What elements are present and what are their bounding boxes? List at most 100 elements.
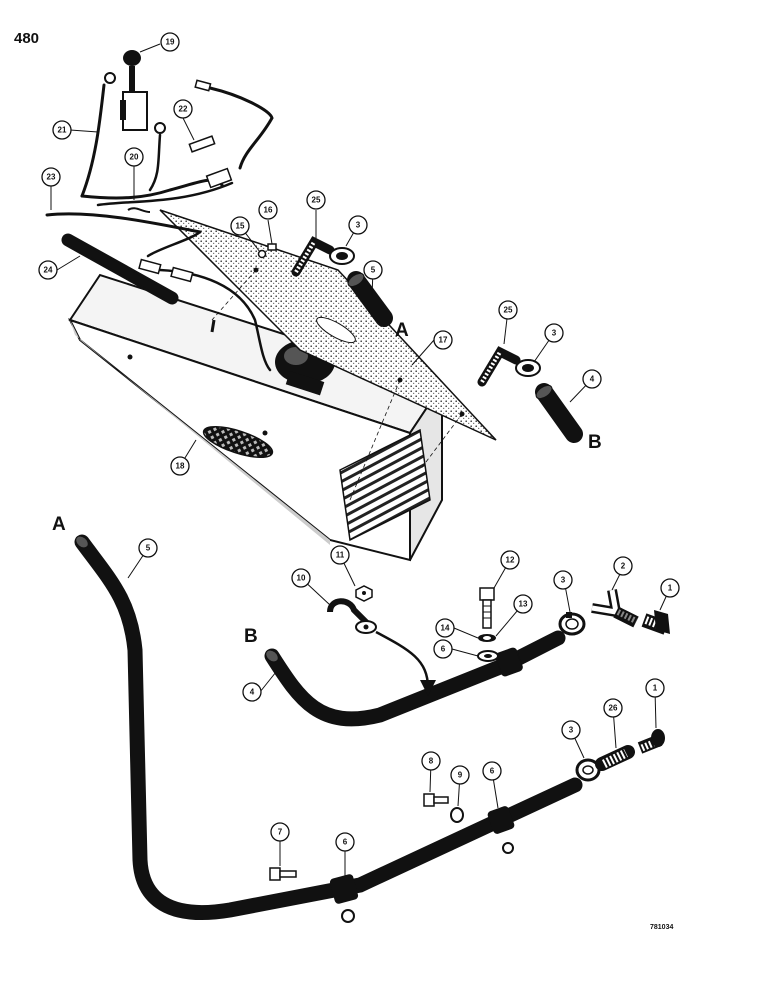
- svg-text:15: 15: [236, 222, 245, 231]
- letter-b-upper: B: [588, 432, 602, 453]
- callout-5-lower: 5: [138, 538, 158, 558]
- callout-11: 11: [330, 545, 350, 565]
- callout-25-lower: 25: [498, 300, 518, 320]
- svg-text:6: 6: [490, 767, 495, 776]
- fitting-1-upper: [641, 610, 670, 635]
- nipple-26: [595, 745, 635, 771]
- elbow-fitting-2: [591, 589, 639, 628]
- callout-3-right: 3: [553, 570, 573, 590]
- clamp-6-lower: [329, 874, 359, 904]
- callout-6-lower: 6: [335, 832, 355, 852]
- callout-3-lower: 3: [561, 720, 581, 740]
- svg-text:25: 25: [504, 306, 513, 315]
- callout-17: 17: [433, 330, 453, 350]
- callout-7: 7: [270, 822, 290, 842]
- callout-22: 22: [173, 99, 193, 119]
- svg-text:8: 8: [429, 757, 434, 766]
- svg-text:10: 10: [297, 574, 306, 583]
- svg-text:2: 2: [621, 562, 626, 571]
- callout-19: 19: [160, 32, 180, 52]
- svg-text:6: 6: [343, 838, 348, 847]
- nut-11: [355, 585, 373, 602]
- letter-a-lower: A: [52, 514, 66, 535]
- svg-text:7: 7: [278, 828, 283, 837]
- callout-20: 20: [124, 147, 144, 167]
- nut-15: [257, 249, 267, 259]
- hose-4-long: [264, 630, 566, 727]
- page-number: 480: [14, 30, 40, 47]
- svg-text:21: 21: [58, 126, 67, 135]
- svg-text:19: 19: [166, 38, 175, 47]
- callout-6-washer: 6: [433, 639, 453, 659]
- callout-13: 13: [513, 594, 533, 614]
- fitting-25-lower: [477, 346, 541, 387]
- callout-23: 23: [41, 167, 61, 187]
- svg-text:1: 1: [653, 684, 658, 693]
- hose-4-upper: [535, 383, 583, 443]
- callout-1-upper: 1: [660, 578, 680, 598]
- install-arrow: [375, 630, 430, 689]
- svg-text:14: 14: [441, 624, 450, 633]
- svg-text:22: 22: [179, 105, 188, 114]
- callout-4-upper: 4: [582, 369, 602, 389]
- svg-text:17: 17: [439, 336, 448, 345]
- washer-9: [450, 807, 464, 823]
- capscrew-7: [269, 867, 297, 881]
- svg-text:9: 9: [458, 771, 463, 780]
- svg-text:18: 18: [176, 462, 185, 471]
- svg-text:13: 13: [519, 600, 528, 609]
- bolt-12: [479, 587, 495, 629]
- svg-text:23: 23: [47, 173, 56, 182]
- drawing-code: 781034: [650, 924, 674, 931]
- callout-9: 9: [450, 765, 470, 785]
- clamp-6-b: [495, 647, 523, 677]
- bracket-10: [327, 598, 377, 634]
- svg-text:1: 1: [668, 584, 673, 593]
- callout-24: 24: [38, 260, 58, 280]
- svg-text:6: 6: [441, 645, 446, 654]
- clamp-6-mid: [487, 806, 515, 834]
- callout-2: 2: [613, 556, 633, 576]
- callout-21: 21: [52, 120, 72, 140]
- callout-4-lower: 4: [242, 682, 262, 702]
- callout-3-upper: 3: [348, 215, 368, 235]
- capscrew-8: [423, 793, 449, 807]
- svg-text:12: 12: [506, 556, 515, 565]
- callout-8: 8: [421, 751, 441, 771]
- svg-text:16: 16: [264, 206, 273, 215]
- callout-3-mid: 3: [544, 323, 564, 343]
- svg-text:11: 11: [336, 551, 345, 560]
- svg-text:26: 26: [609, 704, 618, 713]
- heater-housing: [68, 273, 444, 562]
- svg-text:3: 3: [561, 576, 566, 585]
- svg-text:20: 20: [130, 153, 139, 162]
- heater-gasket: [159, 209, 497, 501]
- fitting-25-upper: [291, 236, 355, 277]
- hose-5-upper: [347, 271, 393, 327]
- callout-14: 14: [435, 618, 455, 638]
- hose-5-long: [74, 534, 583, 921]
- wire-harness: [45, 79, 274, 372]
- letter-a-upper: A: [395, 320, 409, 341]
- svg-text:3: 3: [356, 221, 361, 230]
- svg-text:5: 5: [146, 544, 151, 553]
- svg-text:4: 4: [590, 375, 595, 384]
- callout-12: 12: [500, 550, 520, 570]
- hose-clamp-3-upper: [558, 612, 586, 636]
- fitting-1-lower: [637, 729, 665, 754]
- callout-15: 15: [230, 216, 250, 236]
- callout-1-lower: 1: [645, 678, 665, 698]
- callout-5-upper: 5: [363, 260, 383, 280]
- svg-text:4: 4: [250, 688, 255, 697]
- washer-16: [267, 243, 277, 251]
- callout-26: 26: [603, 698, 623, 718]
- svg-text:3: 3: [569, 726, 574, 735]
- svg-text:25: 25: [312, 196, 321, 205]
- callout-18: 18: [170, 456, 190, 476]
- callout-6-mid: 6: [482, 761, 502, 781]
- blower-switch: [104, 50, 166, 134]
- svg-text:3: 3: [552, 329, 557, 338]
- letter-b-lower: B: [244, 626, 258, 647]
- callout-16: 16: [258, 200, 278, 220]
